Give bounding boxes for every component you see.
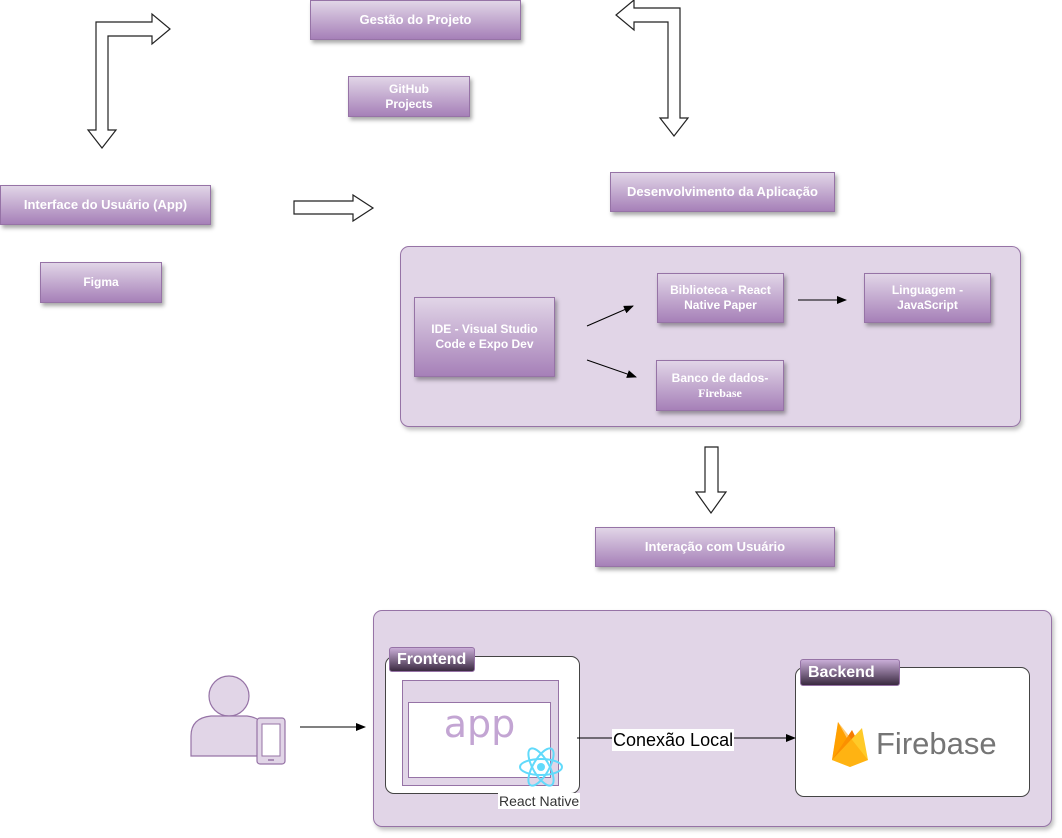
node-interacao-com-usuario: Interação com Usuário xyxy=(595,527,835,567)
node-ide-label: IDE - Visual Studio Code e Expo Dev xyxy=(431,322,538,351)
arrow-ide-banco xyxy=(586,359,637,378)
node-banco-de-dados: Banco de dados- Firebase xyxy=(656,360,784,411)
node-biblioteca-label: Biblioteca - React Native Paper xyxy=(670,283,771,312)
frontend-title-tab: Frontend xyxy=(389,647,475,672)
backend-title: Backend xyxy=(808,663,875,681)
node-figma-label: Figma xyxy=(83,275,119,289)
node-linguagem: Linguagem - JavaScript xyxy=(864,273,991,323)
node-gestao-do-projeto: Gestão do Projeto xyxy=(310,0,521,40)
block-arrow-gestao-desenvolvimento xyxy=(615,0,690,137)
connection-label: Conexão Local xyxy=(612,729,735,751)
arrow-ide-biblioteca xyxy=(586,305,634,327)
node-interface-label: Interface do Usuário (App) xyxy=(23,197,188,212)
node-interacao-label: Interação com Usuário xyxy=(644,539,786,554)
block-arrow-interface-gestao xyxy=(86,12,171,149)
backend-panel xyxy=(795,667,1030,797)
node-banco-label: Banco de dados- xyxy=(671,370,769,385)
app-window-screen: app xyxy=(408,702,551,778)
node-gestao-label: Gestão do Projeto xyxy=(359,12,472,27)
user-with-phone-icon xyxy=(190,675,286,765)
app-text: app xyxy=(443,702,516,746)
node-interface-do-usuario: Interface do Usuário (App) xyxy=(0,185,211,225)
connection-label-text: Conexão Local xyxy=(613,730,734,750)
node-ide: IDE - Visual Studio Code e Expo Dev xyxy=(414,297,555,377)
node-desenvolvimento: Desenvolvimento da Aplicação xyxy=(610,172,835,212)
backend-title-tab: Backend xyxy=(800,659,900,686)
firebase-logo-text-span: Firebase xyxy=(876,726,997,761)
firebase-flame-icon xyxy=(832,722,868,767)
node-desenvolvimento-label: Desenvolvimento da Aplicação xyxy=(627,184,818,199)
react-native-label: React Native xyxy=(498,793,581,809)
node-banco-firebase-label: Firebase xyxy=(698,385,742,400)
node-figma: Figma xyxy=(40,262,162,303)
react-logo-icon xyxy=(519,747,563,787)
firebase-logo-text: Firebase xyxy=(876,726,997,762)
block-arrow-interface-dev xyxy=(293,193,375,223)
frontend-title: Frontend xyxy=(397,650,467,668)
node-github-label: GitHub Projects xyxy=(385,81,433,111)
block-arrow-down-interacao xyxy=(694,446,728,515)
react-native-label-text: React Native xyxy=(499,793,580,809)
node-biblioteca: Biblioteca - React Native Paper xyxy=(657,273,784,323)
node-github-projects: GitHub Projects xyxy=(348,76,470,117)
node-linguagem-label: Linguagem - JavaScript xyxy=(891,283,964,312)
